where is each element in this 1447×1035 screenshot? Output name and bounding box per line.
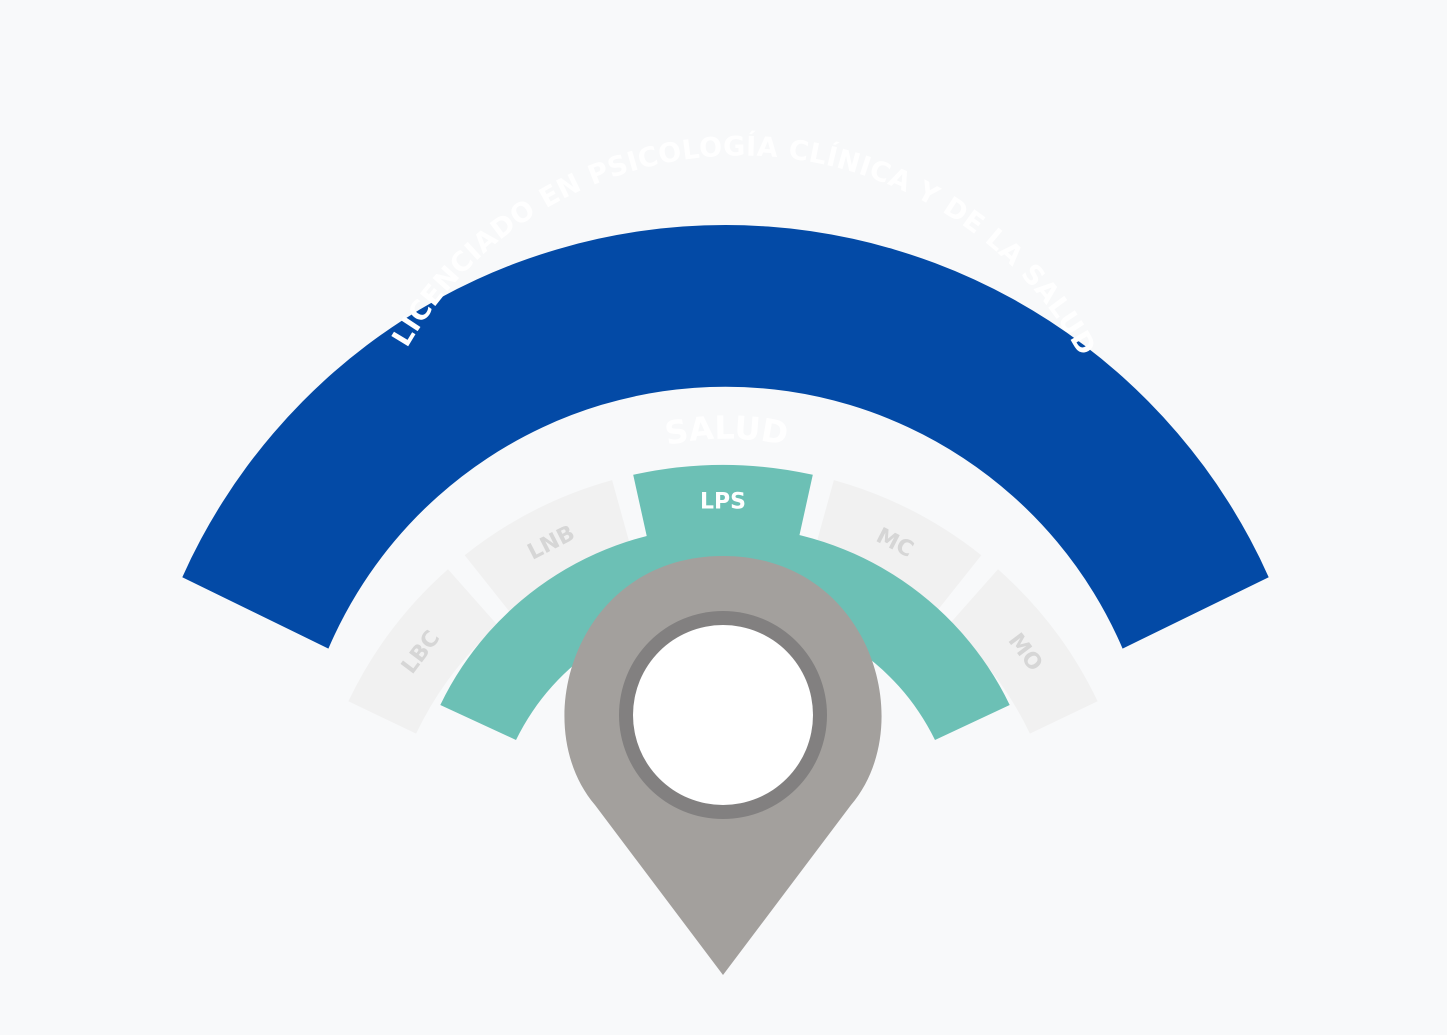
map-pin-icon (564, 556, 882, 975)
area-label: SALUD (662, 409, 791, 453)
segment-mo (948, 569, 1098, 734)
segment-label-lps: LPS (700, 490, 746, 515)
segment-lnb (464, 480, 633, 614)
map-pin-hole (633, 625, 813, 805)
outer-program-band (182, 225, 1269, 649)
area-label-path: SALUD (662, 409, 791, 453)
segment-mc (813, 480, 982, 614)
segment-lps (633, 464, 813, 549)
area-band-salud (440, 526, 1010, 740)
segment-lbc (348, 569, 498, 734)
